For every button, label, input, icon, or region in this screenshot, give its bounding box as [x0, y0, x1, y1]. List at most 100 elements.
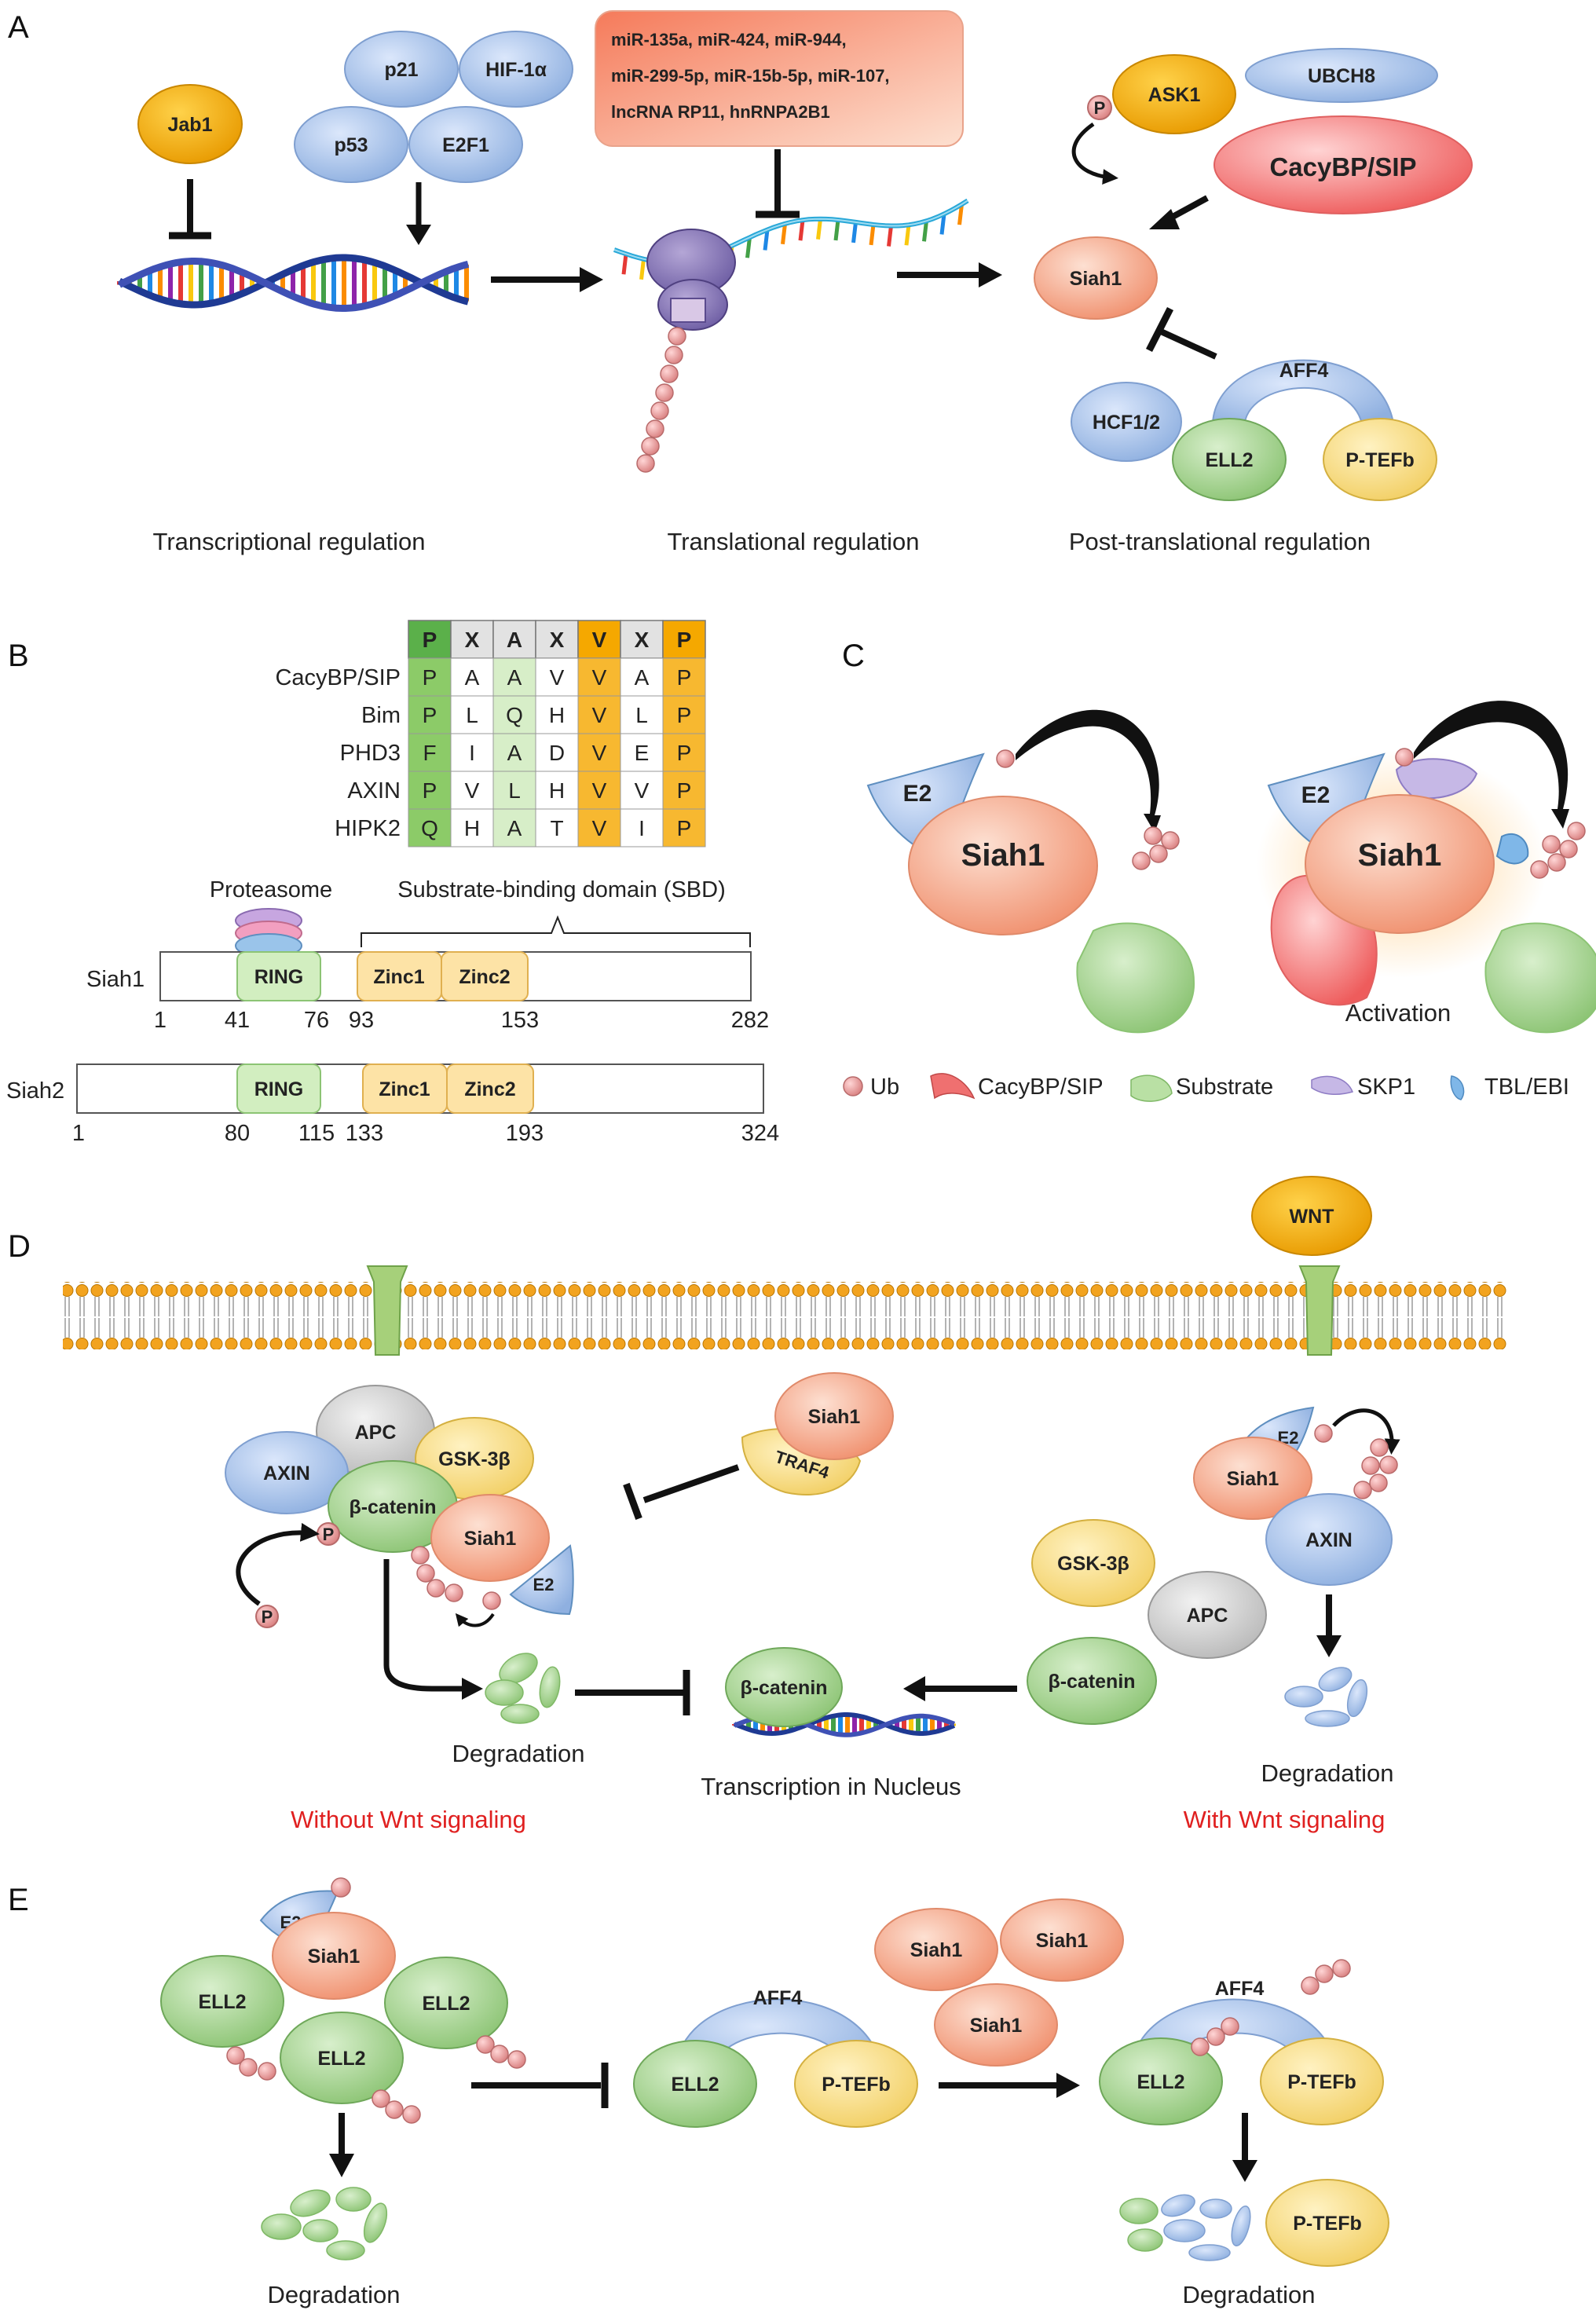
motif-residue: V	[635, 778, 650, 803]
svg-text:APC: APC	[355, 1422, 397, 1444]
legend-tbl-icon	[1450, 1075, 1465, 1100]
inhibition-degradation	[575, 1670, 690, 1715]
svg-text:E2: E2	[903, 781, 932, 807]
caption-transcriptional: Transcriptional regulation	[153, 528, 426, 555]
siah2-zinc2-domain	[446, 1063, 534, 1114]
svg-text:41: 41	[225, 1008, 250, 1033]
svg-text:UBCH8: UBCH8	[1308, 65, 1375, 87]
mrna-base	[639, 258, 646, 280]
svg-text:P: P	[323, 1525, 335, 1544]
motif-residue: F	[423, 741, 436, 765]
wnt-node: WNT	[1251, 1176, 1372, 1256]
siah1-domain-name: Siah1	[86, 967, 145, 992]
motif-residue: P	[677, 778, 692, 803]
motif-cell	[620, 771, 664, 810]
aff4-arch-a: AFF4	[1211, 359, 1396, 429]
motif-residue: V	[592, 703, 607, 727]
motif-cell	[577, 695, 621, 734]
amino-acid-bead	[650, 401, 669, 420]
ubch8-node: UBCH8	[1245, 48, 1438, 103]
e2-node-d-left: E2	[509, 1544, 574, 1616]
siah1-active-complex: E2 Siah1	[1257, 701, 1596, 1034]
motif-residue: P	[677, 665, 692, 690]
ub-icon	[996, 749, 1015, 768]
svg-text:β-catenin: β-catenin	[349, 1496, 436, 1518]
motif-cell	[492, 771, 536, 810]
svg-text:miR-299-5p, miR-15b-5p, miR-10: miR-299-5p, miR-15b-5p, miR-107,	[611, 66, 890, 86]
motif-residue: E	[635, 741, 650, 765]
mirna-box: miR-135a, miR-424, miR-944, miR-299-5p, …	[595, 10, 964, 147]
motif-cell	[408, 771, 452, 810]
motif-header-cell	[492, 620, 536, 659]
amino-acid-bead	[641, 437, 660, 456]
motif-residue: T	[550, 816, 563, 840]
ub-chains-e-left	[226, 2035, 526, 2124]
svg-text:Siah1: Siah1	[308, 1946, 361, 1968]
inhibition-aff4-complex	[1145, 306, 1217, 360]
siah1-node-e-2: Siah1	[1000, 1898, 1124, 1982]
axin-node-d-right: AXIN	[1265, 1493, 1393, 1586]
legend-skp1-icon	[1311, 1075, 1353, 1096]
ub-icon-e	[331, 1877, 351, 1898]
p21-node: p21	[344, 31, 459, 108]
siah1-domain-bar: RING Zinc1 Zinc2	[159, 951, 752, 1001]
svg-text:β-catenin: β-catenin	[1048, 1671, 1135, 1693]
svg-text:133: 133	[346, 1121, 383, 1146]
ell2-node-e-3: ELL2	[280, 2012, 404, 2104]
inhibition-e	[471, 2063, 609, 2108]
svg-text:RING: RING	[254, 966, 304, 988]
svg-text:AFF4: AFF4	[1279, 360, 1329, 382]
bcatenin-node-nucleus: β-catenin	[725, 1647, 843, 1727]
degradation-fragments-e-left	[261, 2187, 388, 2261]
legend-cacybp-icon	[930, 1073, 976, 1100]
motif-residue: V	[592, 778, 607, 803]
motif-residue: P	[677, 703, 692, 727]
arrow-ribosome-to-siah1	[897, 262, 1002, 287]
motif-header-residue: A	[507, 628, 522, 652]
motif-residue: H	[464, 816, 480, 840]
panel-label-e: E	[8, 1883, 29, 1917]
p53-node: p53	[294, 106, 408, 183]
arrow-to-degradation-left-head	[462, 1678, 483, 1700]
svg-text:HIF-1α: HIF-1α	[485, 59, 547, 81]
siah1-node-a: Siah1	[1034, 236, 1158, 320]
motif-header-residue: X	[465, 628, 480, 652]
ell2-node-e-2: ELL2	[384, 1957, 508, 2049]
legend-substrate-icon	[1130, 1074, 1173, 1102]
svg-text:76: 76	[304, 1008, 329, 1033]
motif-residue: I	[469, 741, 475, 765]
motif-header-residue: P	[423, 628, 437, 652]
motif-cell	[662, 808, 706, 847]
apc-node-d-right: APC	[1148, 1571, 1267, 1659]
ask1-node: ASK1	[1112, 54, 1236, 134]
activation-arrow-e2f1	[406, 182, 431, 245]
degradation-fragments-right	[1284, 1667, 1368, 1727]
svg-text:GSK-3β: GSK-3β	[438, 1448, 511, 1470]
svg-text:Substrate: Substrate	[1176, 1074, 1273, 1100]
motif-cell	[662, 733, 706, 772]
svg-text:E2: E2	[1301, 782, 1331, 808]
degradation-label-e-left: Degradation	[268, 2281, 401, 2308]
ub-icon	[1395, 748, 1414, 767]
siah1-node-d-right: Siah1	[1193, 1437, 1312, 1520]
gsk3b-node-d-right: GSK-3β	[1031, 1519, 1155, 1607]
motif-residue: A	[507, 741, 522, 765]
svg-text:P-TEFb: P-TEFb	[1345, 449, 1415, 471]
amino-acid-bead	[636, 454, 655, 473]
svg-text:ASK1: ASK1	[1148, 84, 1201, 106]
ptefb-node-a: P-TEFb	[1323, 418, 1437, 501]
motif-residue: V	[465, 778, 480, 803]
motif-cell	[535, 808, 579, 847]
svg-text:TBL/EBI: TBL/EBI	[1484, 1074, 1569, 1100]
ell2-node-e-right: ELL2	[1099, 2037, 1223, 2125]
dna-strand	[733, 1712, 956, 1737]
motif-cell	[450, 808, 494, 847]
phospho-arrow-d	[236, 1522, 320, 1606]
svg-text:lncRNA RP11, hnRNPA2B1: lncRNA RP11, hnRNPA2B1	[611, 102, 830, 122]
dna-strand	[117, 258, 470, 312]
svg-text:GSK-3β: GSK-3β	[1057, 1553, 1129, 1575]
siah1-node-e-3: Siah1	[934, 1983, 1058, 2067]
phospho-arrow-a	[1071, 122, 1118, 185]
ell2-node-e-center: ELL2	[633, 2040, 757, 2128]
siah2-domain-bar: RING Zinc1 Zinc2	[76, 1063, 764, 1114]
